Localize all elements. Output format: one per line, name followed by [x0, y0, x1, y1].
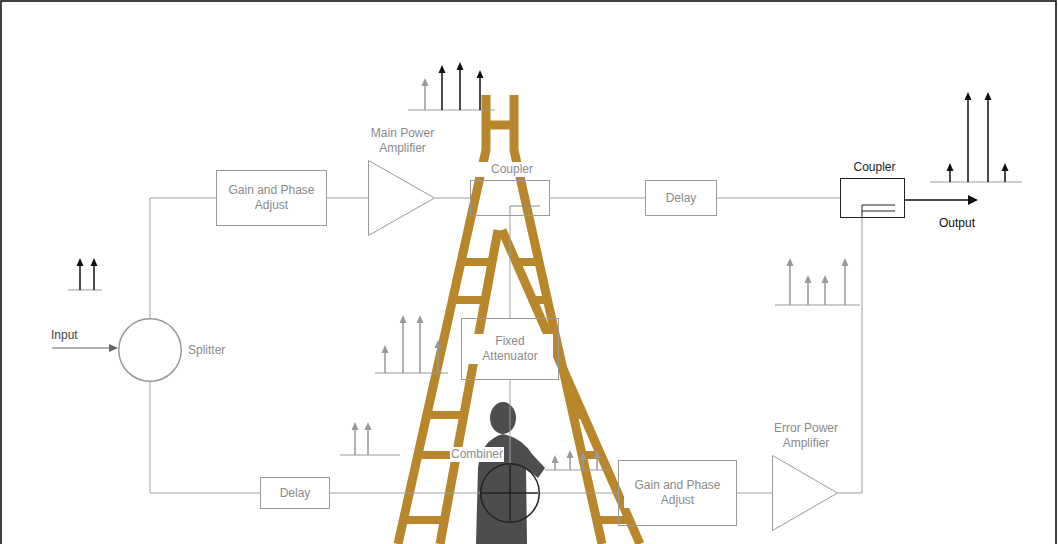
amplifier-triangle-outline: [772, 455, 838, 531]
amplifier-triangle: Error Power Amplifier: [772, 455, 838, 531]
node-label: Gain and Phase Adjust: [222, 183, 321, 213]
signal-wire: [150, 198, 216, 318]
signal-wire: [510, 216, 511, 318]
adjust-box: Gain and Phase Adjust: [618, 460, 737, 526]
node-label: Error Power Amplifier: [757, 421, 855, 451]
signal-wire: [510, 380, 511, 463]
amplifier-triangle-outline: [368, 160, 435, 236]
node-label: Coupler: [834, 160, 916, 175]
coupler-detail: [510, 205, 895, 218]
signal-wire: [540, 493, 618, 494]
node-label: Main Power Amplifier: [354, 126, 452, 156]
signal-wire: [717, 198, 840, 199]
delay-box: Delay: [645, 180, 717, 216]
combiner-circle-outline: [480, 463, 540, 523]
splitter-circle: Splitter: [118, 318, 182, 382]
signal-wire: [327, 198, 368, 199]
node-label: Splitter: [187, 343, 226, 358]
watermark-tower: [398, 95, 640, 544]
delay-box: Delay: [260, 477, 330, 509]
signal-wire: [838, 218, 862, 493]
input-label: Input: [50, 328, 79, 342]
node-label: Fixed Attenuator: [467, 334, 553, 364]
coupler-box: Coupler: [470, 180, 550, 216]
splitter-circle-outline: [118, 318, 182, 382]
signal-wire: [550, 198, 645, 199]
spectrum-glyphs: [68, 62, 1022, 470]
node-label: Delay: [279, 486, 312, 501]
node-label: Coupler: [471, 162, 553, 177]
node-label: Combiner: [450, 447, 504, 462]
node-label: Gain and Phase Adjust: [624, 478, 731, 508]
signal-wire: [737, 493, 772, 494]
node-label: Delay: [665, 191, 698, 206]
signal-wire: [330, 493, 480, 494]
output-label: Output: [938, 216, 976, 230]
signal-wire: [150, 382, 260, 493]
signal-wire: [435, 198, 470, 199]
adjust-box: Gain and Phase Adjust: [216, 170, 327, 226]
combiner-circle: Combiner: [480, 463, 540, 523]
attenuator-box: Fixed Attenuator: [461, 318, 559, 380]
amplifier-triangle: Main Power Amplifier: [368, 160, 435, 236]
coupler-box: Coupler: [840, 178, 905, 218]
io-arrows: [52, 195, 978, 352]
